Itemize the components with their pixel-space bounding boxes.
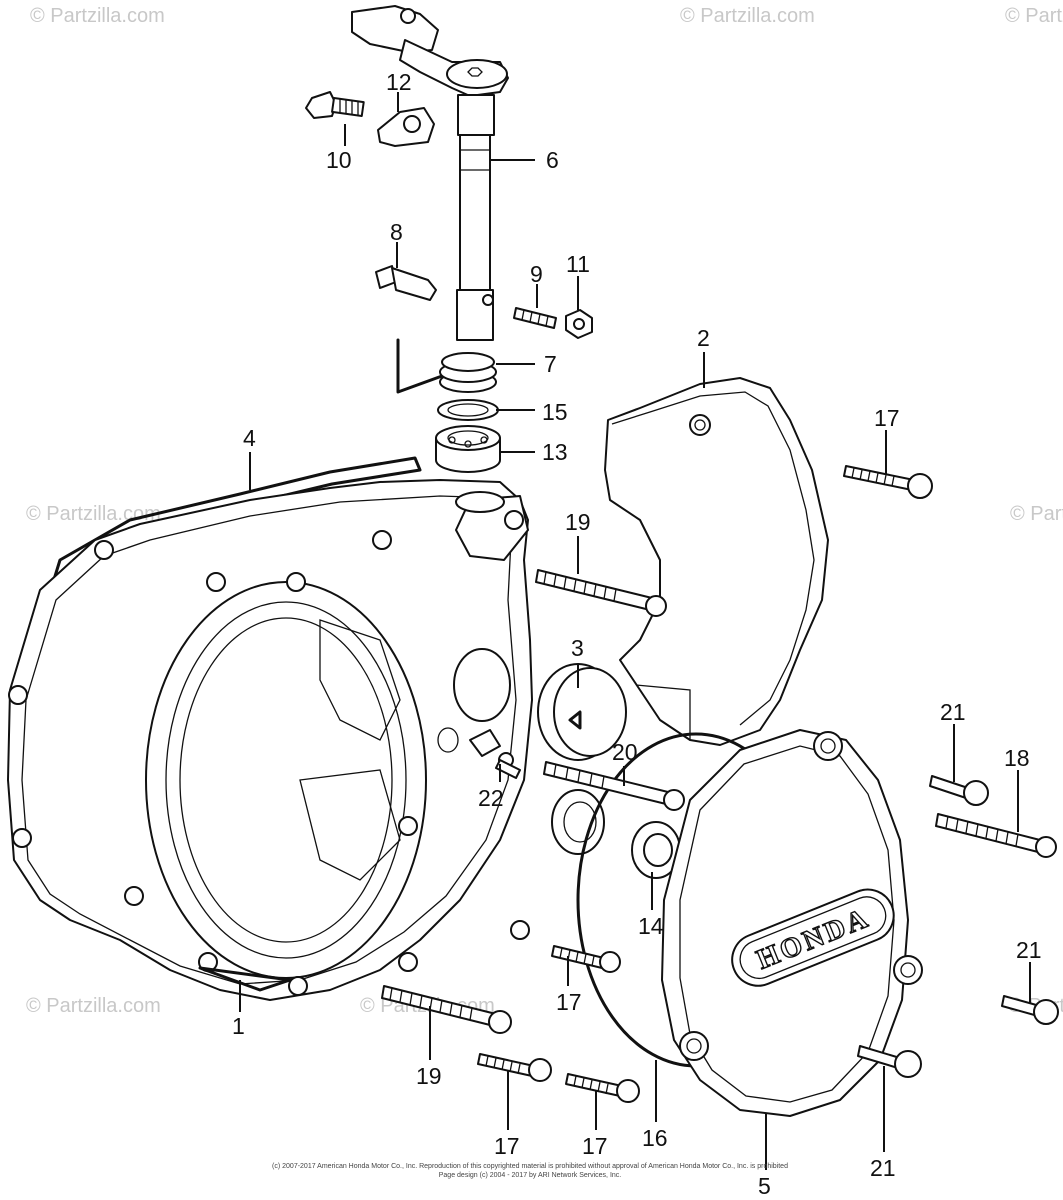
callout-22[interactable]: 22 xyxy=(478,785,504,811)
part-2-cover xyxy=(604,377,829,746)
callout-9[interactable]: 9 xyxy=(530,261,543,287)
part-14-seal xyxy=(551,789,681,879)
callout-8[interactable]: 8 xyxy=(390,219,403,245)
bolt-17-right xyxy=(565,1073,640,1103)
part-5-generator-cover: HONDA xyxy=(661,729,923,1117)
callout-12[interactable]: 12 xyxy=(386,69,412,95)
part-15-oil-seal xyxy=(437,399,499,421)
part-10-bolt xyxy=(305,91,365,119)
part-12-plate xyxy=(377,107,435,147)
bolt-21-b xyxy=(1001,995,1059,1025)
part-9-stud xyxy=(513,307,557,329)
callout-18[interactable]: 18 xyxy=(1004,745,1030,771)
part-3-cap xyxy=(537,663,627,761)
callout-16[interactable]: 16 xyxy=(642,1125,668,1151)
bolt-17-top xyxy=(843,465,933,499)
watermark: © Partzilla.com xyxy=(680,5,815,27)
watermark: © Partzilla.com xyxy=(1005,5,1063,27)
bolt-17-mid xyxy=(551,945,621,973)
bolt-17-left xyxy=(477,1053,552,1082)
callout-21[interactable]: 21 xyxy=(870,1155,896,1181)
callout-11[interactable]: 11 xyxy=(566,251,590,277)
callout-15[interactable]: 15 xyxy=(542,399,568,425)
watermark: © Partzilla.com xyxy=(26,503,161,525)
callout-21[interactable]: 21 xyxy=(1016,937,1042,963)
bolt-21-c xyxy=(857,1045,922,1078)
leader-lines xyxy=(239,92,1031,1170)
callout-21[interactable]: 21 xyxy=(940,699,966,725)
callout-2[interactable]: 2 xyxy=(697,325,710,351)
callout-14[interactable]: 14 xyxy=(638,913,664,939)
part-11-nut xyxy=(565,309,593,339)
callout-5[interactable]: 5 xyxy=(758,1173,771,1199)
callout-labels: 10 12 6 8 9 11 7 15 13 2 4 17 19 3 20 22… xyxy=(232,69,1042,1199)
callout-17[interactable]: 17 xyxy=(582,1133,608,1159)
copyright-line: (c) 2007-2017 American Honda Motor Co., … xyxy=(272,1163,788,1170)
bolt-20 xyxy=(543,761,685,811)
part-8-pin xyxy=(375,265,437,301)
callout-3[interactable]: 3 xyxy=(571,635,584,661)
callout-13[interactable]: 13 xyxy=(542,439,568,465)
callout-7[interactable]: 7 xyxy=(544,351,557,377)
callout-4[interactable]: 4 xyxy=(243,425,256,451)
callout-17[interactable]: 17 xyxy=(556,989,582,1015)
part-6-lifter-shaft xyxy=(351,5,509,341)
bolt-19-upper xyxy=(535,569,667,617)
watermark: © Partzilla.com xyxy=(26,995,161,1017)
callout-1[interactable]: 1 xyxy=(232,1013,245,1039)
bolt-18 xyxy=(935,813,1057,858)
part-13-bearing xyxy=(435,425,501,473)
callout-20[interactable]: 20 xyxy=(612,739,638,765)
part-7-spring xyxy=(396,338,497,394)
bolt-19-lower xyxy=(381,985,512,1034)
page-design-line: Page design (c) 2004 - 2017 by ARI Netwo… xyxy=(439,1172,622,1179)
part-22-bolt xyxy=(469,729,521,779)
part-1-crankcase-cover xyxy=(7,479,533,1001)
callout-19[interactable]: 19 xyxy=(416,1063,442,1089)
callout-19[interactable]: 19 xyxy=(565,509,591,535)
callout-17[interactable]: 17 xyxy=(874,405,900,431)
footer: (c) 2007-2017 American Honda Motor Co., … xyxy=(272,1163,788,1179)
callout-17[interactable]: 17 xyxy=(494,1133,520,1159)
callout-10[interactable]: 10 xyxy=(326,147,352,173)
callout-6[interactable]: 6 xyxy=(546,147,559,173)
bolt-21-a xyxy=(929,775,989,806)
watermark: © Partzilla.com xyxy=(30,5,165,27)
watermark: © Partzilla.com xyxy=(1010,503,1063,525)
